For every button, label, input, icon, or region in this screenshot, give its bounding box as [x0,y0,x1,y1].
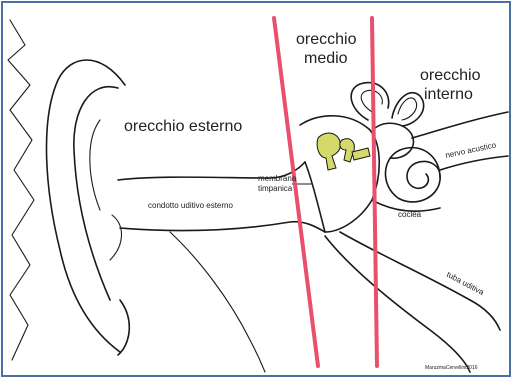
label-orecchio-interno-1: orecchio [420,67,481,84]
jaw-outline [170,232,265,372]
pinna-outline [46,60,125,352]
label-nervo-acustico: nervo acustico [445,140,498,160]
credit-text: MaruzmaCervellini2016 [425,365,478,371]
label-orecchio-esterno: orecchio esterno [124,118,242,135]
label-orecchio-interno-2: interno [424,86,473,103]
incus [340,139,354,162]
middle-ear-cavity [300,116,379,232]
ossicles [317,133,340,170]
earlobe [118,300,129,355]
label-condotto-uditivo: condotto uditivo esterno [148,201,233,210]
tragus [110,215,122,260]
acoustic-nerve-upper [412,112,508,138]
semicircular-canal-1 [351,83,389,120]
label-timpanica: timpanica [258,184,293,193]
pinna-inner-fold [74,87,118,300]
ear-canal-lower [120,222,325,232]
antihelix [90,120,100,210]
label-orecchio-medio-1: orecchio [296,31,357,48]
eustachian-tube-upper [340,232,500,330]
cochlea-spiral [385,148,440,202]
label-coclea: coclea [398,210,422,219]
label-tuba-uditiva: tuba uditiva [445,270,486,297]
tympanic-membrane [305,162,325,232]
stapes [352,148,370,160]
eustachian-tube-lower [325,236,470,372]
hair-strands [8,20,34,360]
label-membrana: membrana [258,174,297,183]
semicircular-canal-2 [392,93,424,126]
divider-middle-inner [372,18,377,366]
label-orecchio-medio-2: medio [304,50,348,67]
semicircular-canal-2-inner [398,98,417,120]
